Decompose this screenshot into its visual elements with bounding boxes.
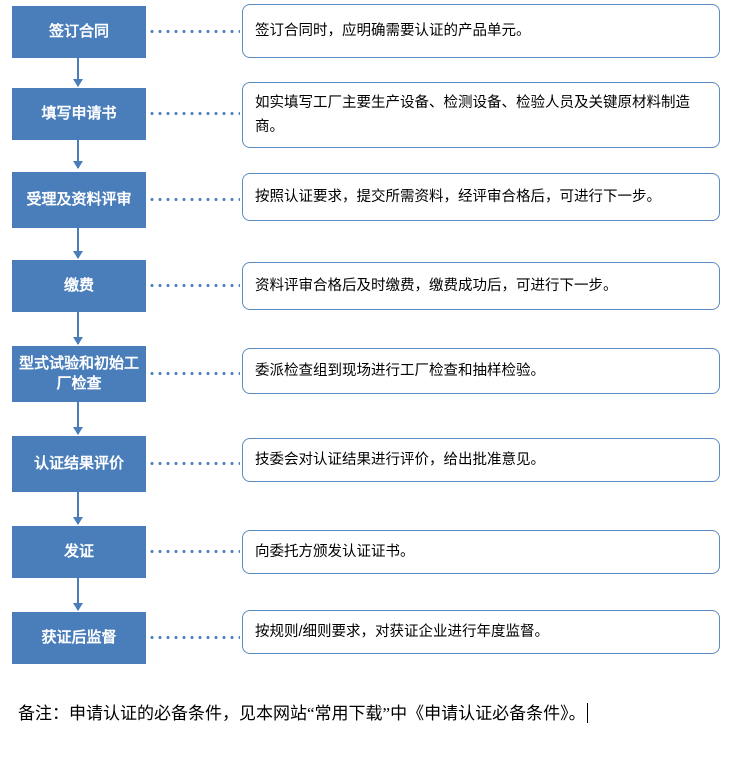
connector-dots-2	[148, 112, 240, 115]
connector-dots-8	[148, 636, 240, 639]
step-box-7[interactable]: 发证	[12, 526, 146, 578]
note-box-2: 如实填写工厂主要生产设备、检测设备、检验人员及关键原材料制造商。	[242, 82, 720, 148]
arrow-7-to-8	[73, 578, 83, 611]
note-text-5: 委派检查组到现场进行工厂检查和抽样检验。	[255, 363, 545, 379]
step-label-8: 获证后监督	[41, 629, 117, 646]
step-box-1[interactable]: 签订合同	[12, 6, 146, 58]
step-box-3[interactable]: 受理及资料评审	[12, 172, 146, 228]
note-box-3: 按照认证要求，提交所需资料，经评审合格后，可进行下一步。	[242, 173, 720, 221]
step-box-5[interactable]: 型式试验和初始工厂检查	[12, 346, 146, 402]
step-label-5: 型式试验和初始工厂检查	[18, 355, 139, 392]
note-text-4: 资料评审合格后及时缴费，缴费成功后，可进行下一步。	[255, 278, 618, 294]
step-box-6[interactable]: 认证结果评价	[12, 436, 146, 492]
connector-dots-4	[148, 284, 240, 287]
connector-dots-1	[148, 30, 240, 33]
note-text-2: 如实填写工厂主要生产设备、检测设备、检验人员及关键原材料制造商。	[255, 95, 690, 135]
arrow-5-to-6	[73, 402, 83, 435]
step-label-6: 认证结果评价	[33, 455, 124, 472]
step-box-4[interactable]: 缴费	[12, 260, 146, 312]
note-text-1: 签订合同时，应明确需要认证的产品单元。	[255, 23, 531, 39]
connector-dots-7	[148, 550, 240, 553]
text-cursor	[586, 703, 588, 723]
arrow-2-to-3	[73, 140, 83, 169]
note-box-1: 签订合同时，应明确需要认证的产品单元。	[242, 4, 720, 58]
arrow-3-to-4	[73, 228, 83, 259]
arrow-1-to-2	[73, 58, 83, 87]
step-label-1: 签订合同	[48, 23, 109, 40]
step-label-4: 缴费	[63, 277, 94, 294]
step-label-3: 受理及资料评审	[26, 191, 132, 208]
connector-dots-3	[148, 198, 240, 201]
step-label-7: 发证	[63, 543, 94, 560]
footnote-text: 备注：申请认证的必备条件，见本网站“常用下载”中《申请认证必备条件》。	[18, 704, 586, 723]
note-text-8: 按规则/细则要求，对获证企业进行年度监督。	[255, 624, 550, 640]
note-box-5: 委派检查组到现场进行工厂检查和抽样检验。	[242, 348, 720, 394]
step-box-2[interactable]: 填写申请书	[12, 88, 146, 140]
connector-dots-5	[148, 372, 240, 375]
footnote: 备注：申请认证的必备条件，见本网站“常用下载”中《申请认证必备条件》。	[18, 694, 718, 734]
arrow-6-to-7	[73, 492, 83, 525]
arrow-4-to-5	[73, 312, 83, 345]
connector-dots-6	[148, 462, 240, 465]
note-box-7: 向委托方颁发认证证书。	[242, 530, 720, 574]
step-label-2: 填写申请书	[41, 105, 117, 122]
note-text-7: 向委托方颁发认证证书。	[255, 544, 415, 560]
note-text-6: 技委会对认证结果进行评价，给出批准意见。	[255, 452, 545, 468]
note-box-8: 按规则/细则要求，对获证企业进行年度监督。	[242, 610, 720, 654]
note-text-3: 按照认证要求，提交所需资料，经评审合格后，可进行下一步。	[255, 189, 661, 205]
note-box-6: 技委会对认证结果进行评价，给出批准意见。	[242, 438, 720, 482]
note-box-4: 资料评审合格后及时缴费，缴费成功后，可进行下一步。	[242, 262, 720, 310]
step-box-8[interactable]: 获证后监督	[12, 612, 146, 664]
